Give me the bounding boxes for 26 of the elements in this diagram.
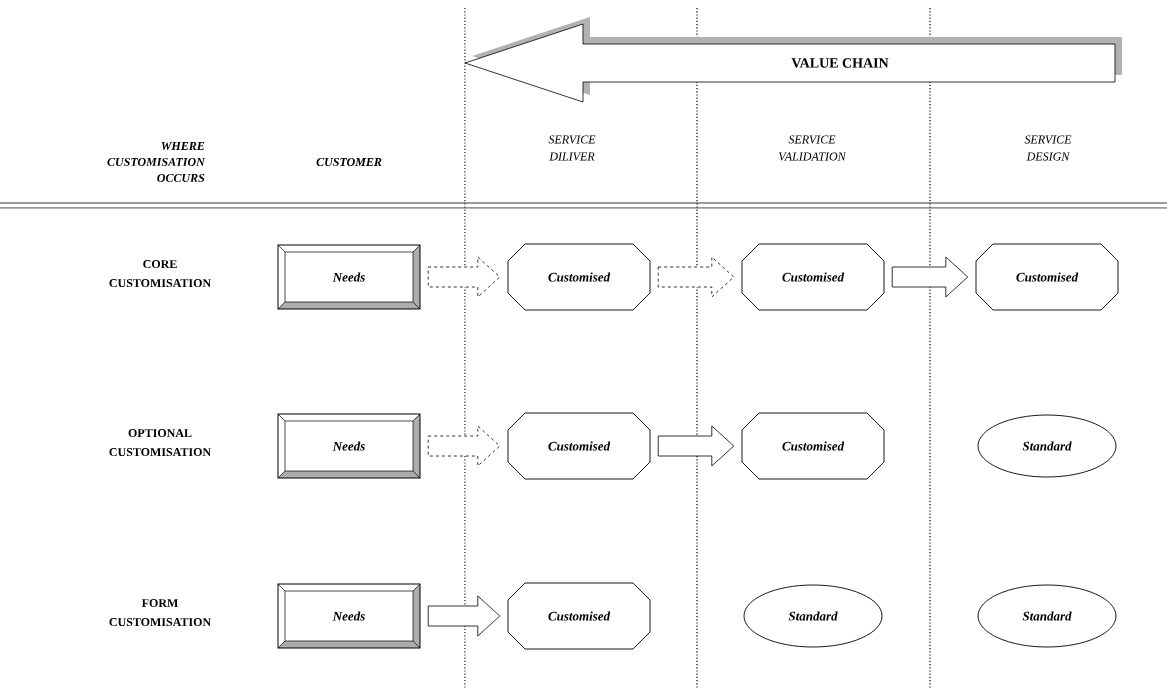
octagon-box: Customised <box>741 412 885 480</box>
octagon-box: Customised <box>507 412 651 480</box>
ellipse-box: Standard <box>977 414 1117 478</box>
octagon-box: Customised <box>507 243 651 311</box>
octagon-box: Customised <box>975 243 1119 311</box>
column-heading: WHERE CUSTOMISATION OCCURS <box>107 142 206 182</box>
row-heading: FORM CUSTOMISATION <box>109 599 211 629</box>
block-arrow <box>427 256 501 298</box>
ellipse-box: Standard <box>977 584 1117 648</box>
needs-box: Needs <box>277 413 421 479</box>
needs-box: Needs <box>277 583 421 649</box>
row-heading: CORE CUSTOMISATION <box>109 260 211 290</box>
column-heading: CUSTOMER <box>316 157 382 167</box>
block-arrow <box>657 425 735 467</box>
octagon-box: Customised <box>741 243 885 311</box>
block-arrow <box>427 595 501 637</box>
needs-box: Needs <box>277 244 421 310</box>
octagon-box: Customised <box>507 582 651 650</box>
column-heading: SERVICE DESIGN <box>1024 135 1072 161</box>
row-heading: OPTIONAL CUSTOMISATION <box>109 429 211 459</box>
column-heading: SERVICE VALIDATION <box>778 135 847 161</box>
block-arrow <box>657 256 735 298</box>
block-arrow <box>427 425 501 467</box>
column-heading: SERVICE DILIVER <box>548 135 596 161</box>
ellipse-box: Standard <box>743 584 883 648</box>
block-arrow <box>891 256 969 298</box>
